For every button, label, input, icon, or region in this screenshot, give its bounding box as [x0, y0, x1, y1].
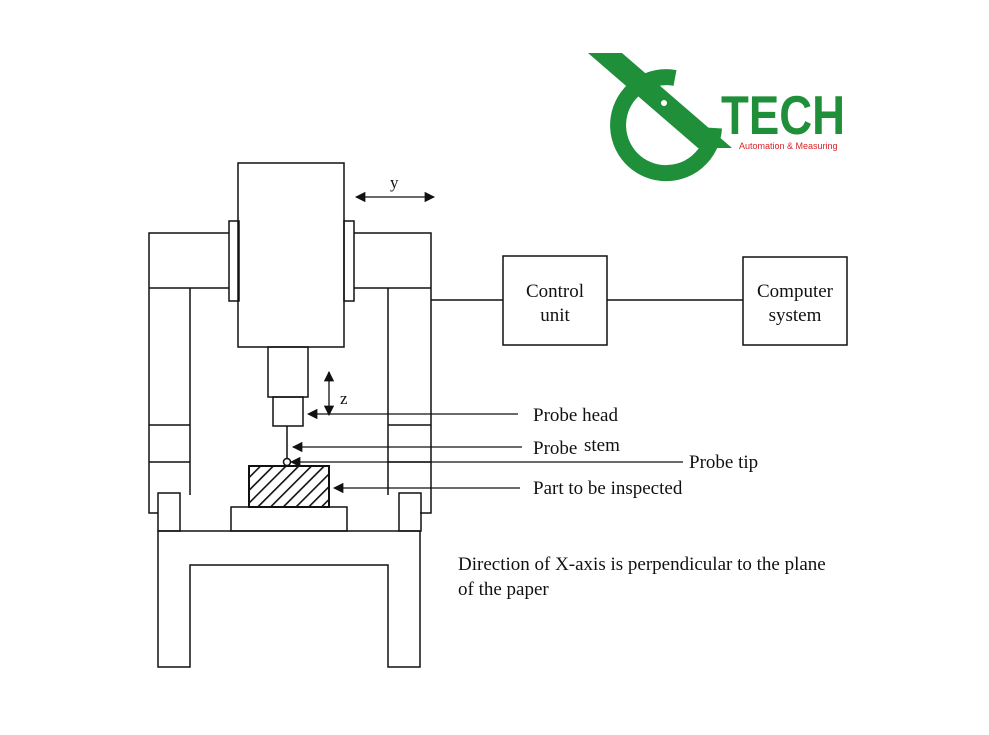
machine-frame	[148, 162, 432, 668]
note-line-1: Direction of X-axis is perpendicular to …	[458, 554, 826, 575]
right-foot	[398, 492, 422, 532]
control-unit-label-1: Control	[526, 281, 584, 302]
z-axis-arrow: z	[323, 370, 348, 417]
part	[248, 465, 330, 508]
note-line-2: of the paper	[458, 579, 549, 600]
control-unit-label-2: unit	[540, 305, 570, 326]
spindle	[267, 346, 309, 398]
logo-tagline: Automation & Measuring	[739, 141, 838, 151]
label-probe-head: Probe head	[533, 405, 618, 426]
logo-dot	[661, 100, 667, 106]
right-clamp	[343, 220, 355, 302]
ram-housing	[237, 162, 345, 348]
computer-system-label-1: Computer	[757, 281, 834, 302]
machine-table	[157, 530, 421, 668]
label-part: Part to be inspected	[533, 478, 683, 499]
left-beam	[148, 232, 229, 514]
label-probe-stem-a: Probe	[533, 438, 577, 459]
fixture-plate	[230, 506, 348, 532]
y-axis-label: y	[390, 173, 399, 192]
label-probe-stem-b: stem	[584, 435, 620, 456]
z-axis-label: z	[340, 389, 348, 408]
label-probe-tip: Probe tip	[689, 452, 758, 473]
logo-q-tail	[588, 53, 732, 148]
left-clamp	[228, 220, 240, 302]
probe-head	[272, 396, 304, 427]
y-axis-arrow: y	[354, 173, 436, 203]
right-beam	[354, 232, 432, 514]
left-foot	[157, 492, 181, 532]
computer-system-box	[742, 256, 848, 346]
probe-tip	[282, 457, 292, 467]
qtech-logo: TECH Automation & Measuring	[588, 53, 845, 182]
logo-brand: TECH	[721, 84, 845, 146]
computer-system-label-2: system	[769, 305, 822, 326]
